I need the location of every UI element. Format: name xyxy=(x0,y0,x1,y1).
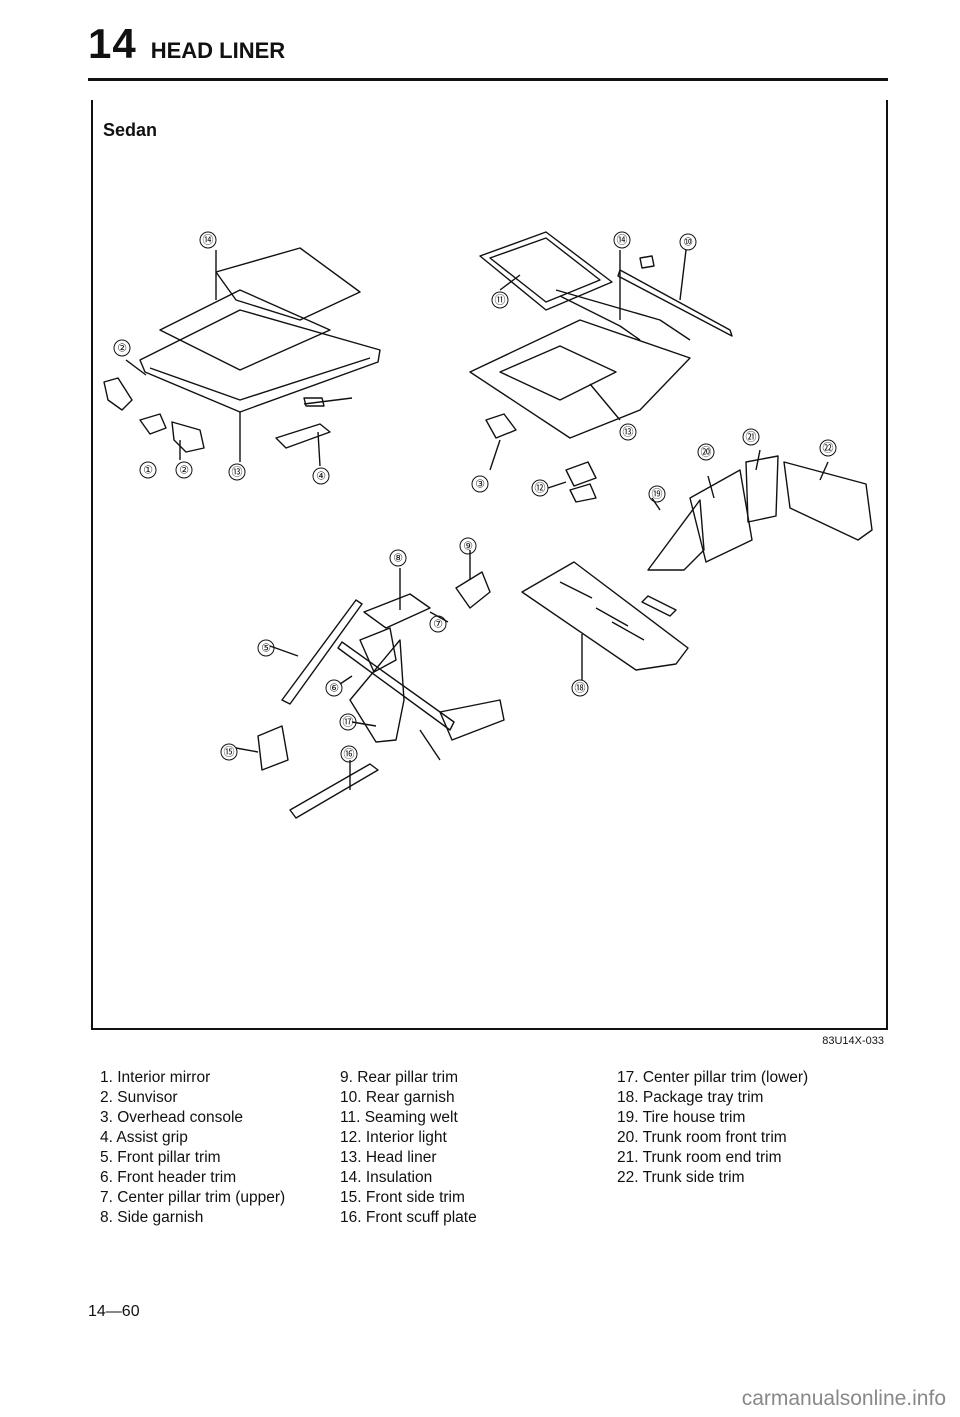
legend-item: 16. Front scuff plate xyxy=(340,1209,477,1226)
legend-column-1: 1. Interior mirror 2. Sunvisor 3. Overhe… xyxy=(100,1068,285,1228)
callout-20: ⑳ xyxy=(701,446,712,459)
page-header: 14 HEAD LINER xyxy=(88,20,285,68)
legend-item: 19. Tire house trim xyxy=(617,1109,746,1126)
legend-item: 8. Side garnish xyxy=(100,1209,204,1226)
legend-item: 18. Package tray trim xyxy=(617,1089,764,1106)
callout-5: ⑤ xyxy=(261,642,271,655)
callout-17: ⑰ xyxy=(343,716,354,729)
callout-18: ⑱ xyxy=(575,682,586,695)
legend-item: 1. Interior mirror xyxy=(100,1069,211,1086)
legend-item: 7. Center pillar trim (upper) xyxy=(100,1189,286,1206)
callout-numbers: ⑭ ② ① ② ⑬ ④ ⑭ ⑩ ⑪ ⑬ ㉑ ㉒ ⑳ ③ ⑫ ⑲ ⑧ ⑨ ⑦ ⑤ … xyxy=(117,234,833,761)
callout-14-right: ⑭ xyxy=(617,234,628,247)
head-liner-right xyxy=(469,231,733,503)
callout-13-right: ⑬ xyxy=(623,426,634,439)
trunk-trims xyxy=(647,449,873,571)
legend-item: 15. Front side trim xyxy=(340,1189,465,1206)
callout-14-left: ⑭ xyxy=(203,234,214,247)
callout-6: ⑥ xyxy=(329,682,339,695)
chapter-number: 14 xyxy=(88,20,137,67)
legend-item: 2. Sunvisor xyxy=(100,1089,178,1106)
legend-column-3: 17. Center pillar trim (lower) 18. Packa… xyxy=(617,1068,808,1188)
callout-13-left: ⑬ xyxy=(232,466,243,479)
callout-19: ⑲ xyxy=(652,488,663,501)
legend-item: 22. Trunk side trim xyxy=(617,1169,745,1186)
callout-10: ⑩ xyxy=(683,236,693,249)
legend-item: 5. Front pillar trim xyxy=(100,1149,221,1166)
package-tray xyxy=(521,561,689,680)
callout-9: ⑨ xyxy=(463,540,473,553)
header-rule xyxy=(88,78,888,81)
callout-8: ⑧ xyxy=(393,552,403,565)
legend-item: 14. Insulation xyxy=(340,1169,433,1186)
exploded-parts-diagram: ⑭ ② ① ② ⑬ ④ ⑭ ⑩ ⑪ ⑬ ㉑ ㉒ ⑳ ③ ⑫ ⑲ ⑧ ⑨ ⑦ ⑤ … xyxy=(103,231,873,819)
legend-item: 21. Trunk room end trim xyxy=(617,1149,782,1166)
legend-item: 4. Assist grip xyxy=(100,1129,188,1146)
head-liner-left xyxy=(103,247,381,467)
page-number: 14—60 xyxy=(88,1303,140,1320)
pillar-trims xyxy=(235,550,505,819)
legend-item: 20. Trunk room front trim xyxy=(617,1129,787,1146)
legend-item: 6. Front header trim xyxy=(100,1169,237,1186)
legend-item: 12. Interior light xyxy=(340,1129,447,1146)
callout-circles xyxy=(113,231,837,763)
legend-item: 9. Rear pillar trim xyxy=(340,1069,458,1086)
callout-1: ① xyxy=(143,464,153,477)
figure-code: 83U14X-033 xyxy=(822,1035,884,1047)
callout-12: ⑫ xyxy=(535,482,546,495)
callout-15: ⑮ xyxy=(224,746,235,759)
callout-22: ㉒ xyxy=(823,442,834,455)
legend-column-2: 9. Rear pillar trim 10. Rear garnish 11.… xyxy=(340,1068,477,1228)
callout-16: ⑯ xyxy=(344,748,355,761)
callout-3: ③ xyxy=(475,478,485,491)
chapter-title: HEAD LINER xyxy=(150,38,286,63)
callout-4: ④ xyxy=(316,470,326,483)
legend-item: 10. Rear garnish xyxy=(340,1089,455,1106)
legend-item: 3. Overhead console xyxy=(100,1109,244,1126)
legend-item: 11. Seaming welt xyxy=(340,1109,458,1126)
callout-11: ⑪ xyxy=(495,294,506,307)
legend-item: 17. Center pillar trim (lower) xyxy=(617,1069,809,1086)
callout-2-lower: ② xyxy=(179,464,189,477)
legend-item: 13. Head liner xyxy=(340,1149,437,1166)
callout-7: ⑦ xyxy=(433,618,443,631)
callout-21: ㉑ xyxy=(746,431,757,444)
callout-2-left: ② xyxy=(117,342,127,355)
figure-frame: Sedan xyxy=(91,100,888,1030)
watermark: carmanualsonline.info xyxy=(741,1387,946,1410)
figure-label: Sedan xyxy=(103,120,158,140)
